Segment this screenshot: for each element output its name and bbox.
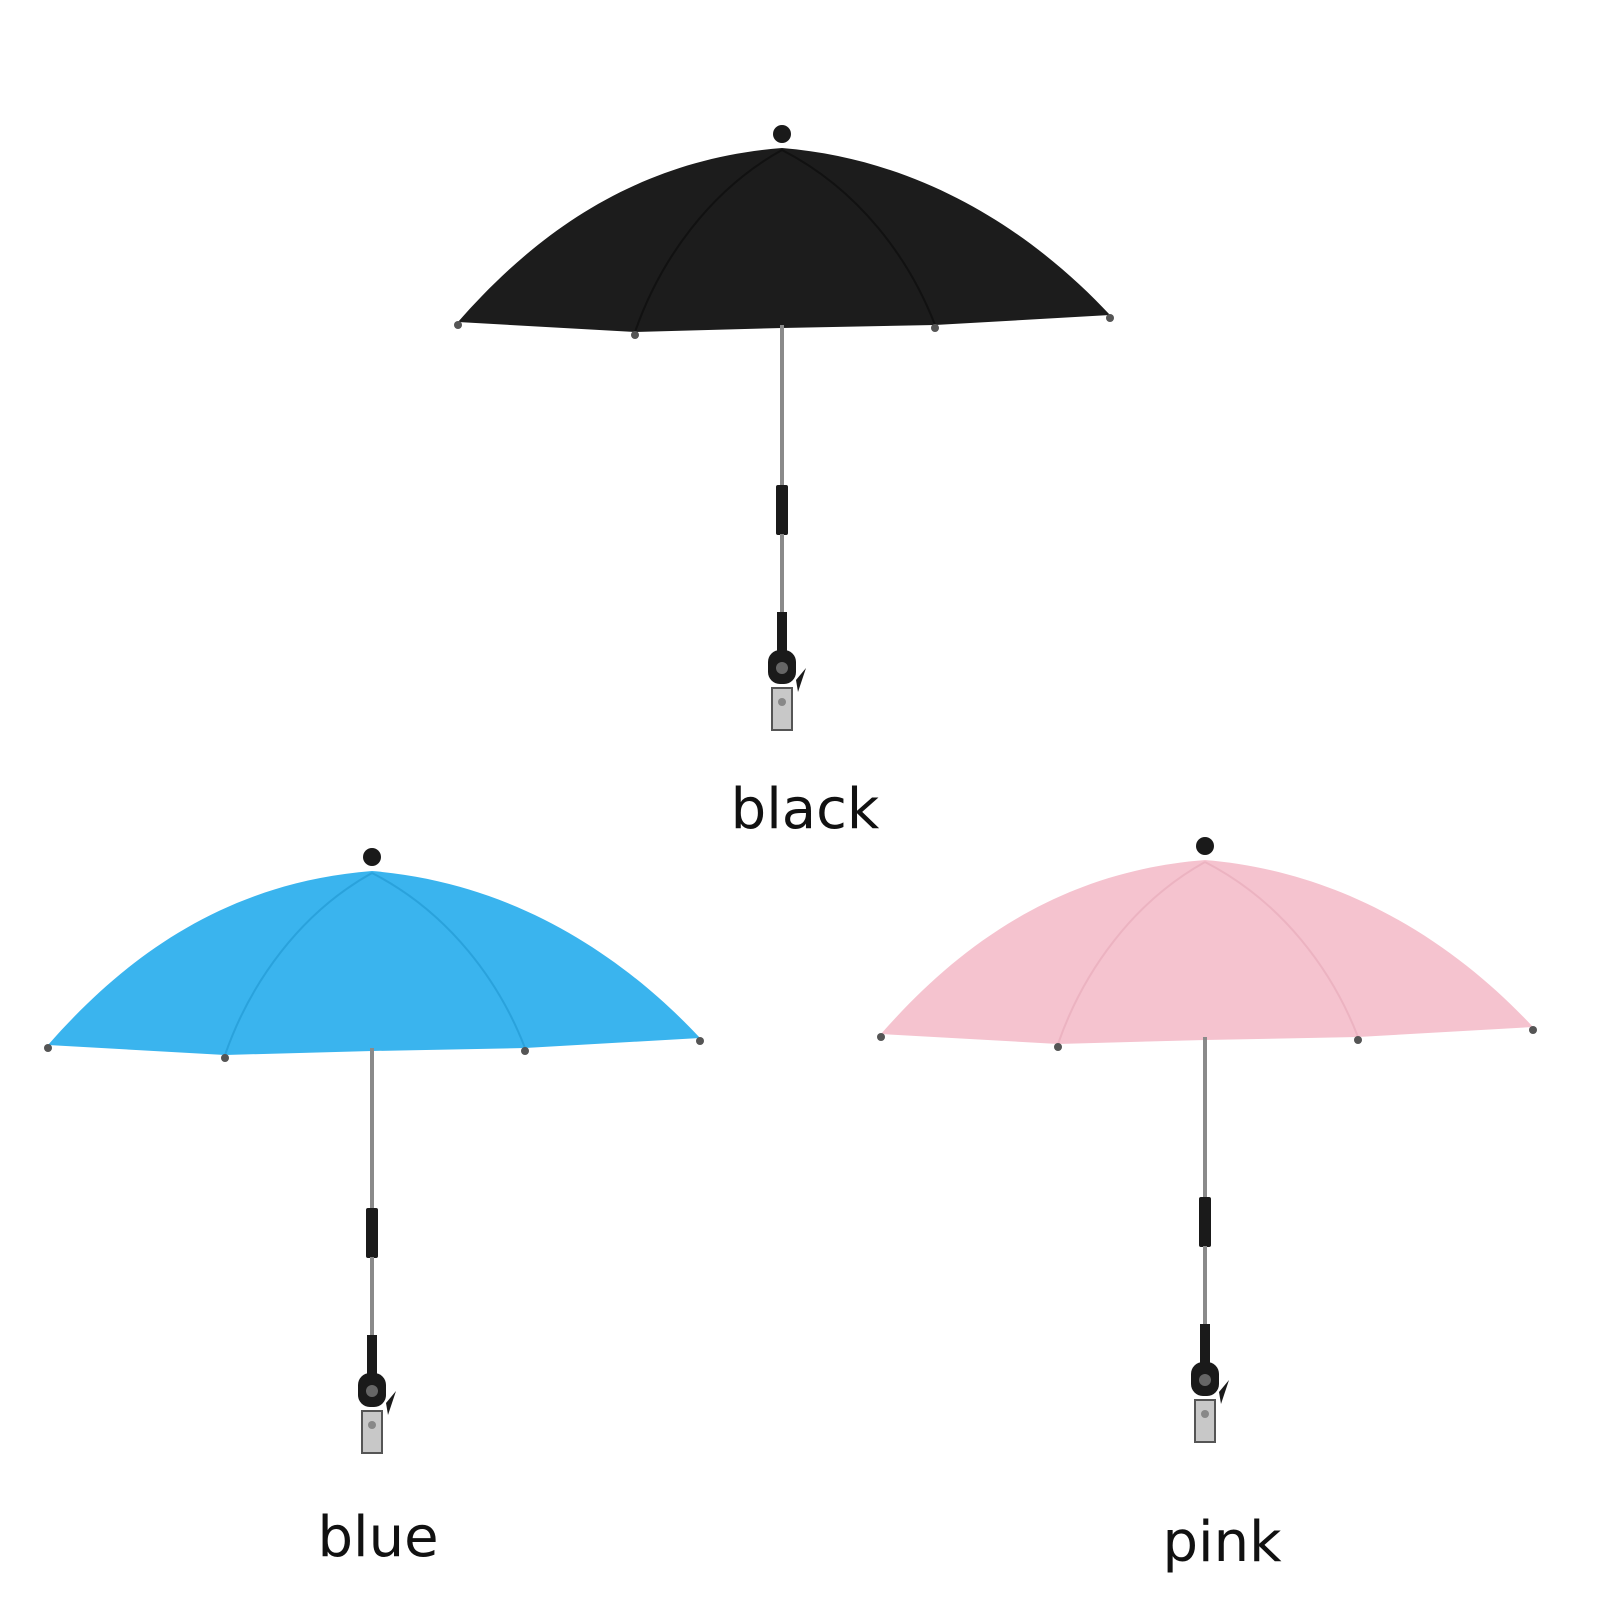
rib-tip [1054,1043,1062,1051]
flex-arm [370,1257,374,1337]
pole-joint [776,485,788,535]
clip [361,1410,383,1454]
clamp-screw [366,1385,378,1397]
rib-tip [44,1044,52,1052]
clamp-lever [796,668,806,692]
pole [1203,1037,1207,1202]
flex-arm [1203,1246,1207,1326]
clip-rivet [1201,1410,1209,1418]
flex-arm [780,534,784,614]
canopy [458,148,1110,332]
umbrella-black [450,120,1150,770]
umbrella-pink-image [877,837,1537,1443]
canopy-seam [224,872,373,1056]
rib-tip [877,1033,885,1041]
canopy [48,871,700,1055]
clip [1194,1399,1216,1443]
label-pink: pink [1162,1510,1282,1575]
clamp-lever [1219,1380,1229,1404]
clip-rivet [778,698,786,706]
pole [370,1048,374,1213]
clamp-screw [776,662,788,674]
canopy-seam [781,149,936,326]
rib-tip [696,1037,704,1045]
rib-tip [1106,314,1114,322]
canopy-seam [1057,861,1206,1045]
pole-lower-joint [777,612,787,652]
finial [773,125,791,143]
label-black: black [730,777,880,842]
umbrella-blue-image [44,848,704,1454]
canopy-seam [1204,861,1359,1038]
rib-tip [454,321,462,329]
clip-rivet [368,1421,376,1429]
umbrella-blue [40,843,740,1493]
finial [363,848,381,866]
clamp-lever [386,1391,396,1415]
rib-tip [931,324,939,332]
finial [1196,837,1214,855]
canopy-seam [634,149,783,333]
umbrella-pink [873,832,1573,1482]
pole-joint [366,1208,378,1258]
rib-tip [1354,1036,1362,1044]
clip [771,687,793,731]
canopy-seam [371,872,526,1049]
clamp-screw [1199,1374,1211,1386]
pole-lower-joint [1200,1324,1210,1364]
label-blue: blue [317,1505,439,1570]
rib-tip [221,1054,229,1062]
pole-lower-joint [367,1335,377,1375]
rib-tip [521,1047,529,1055]
pole-joint [1199,1197,1211,1247]
canopy [881,860,1533,1044]
umbrella-black-image [454,125,1114,731]
pole [780,325,784,490]
rib-tip [631,331,639,339]
rib-tip [1529,1026,1537,1034]
